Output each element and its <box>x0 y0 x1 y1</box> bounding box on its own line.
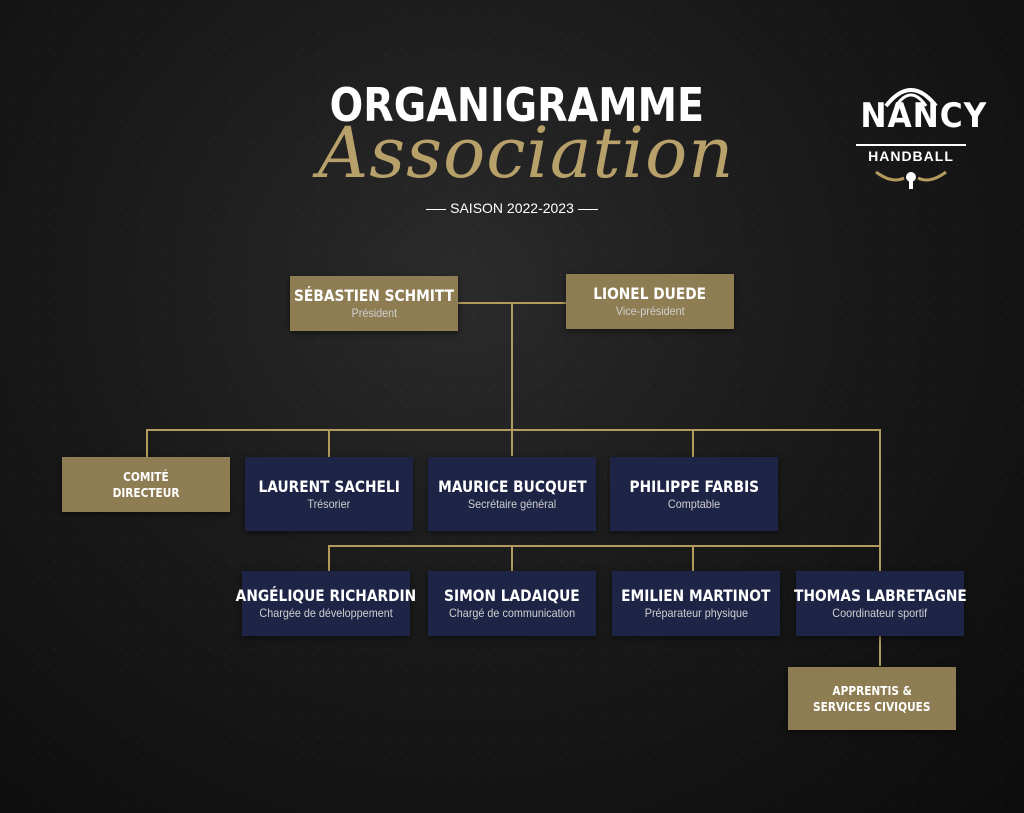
secretary-box: MAURICE BUCQUET Secrétaire général <box>428 457 596 531</box>
club-logo: NANCY HANDBALL <box>856 78 988 190</box>
apprentices-line2: SERVICES CIVIQUES <box>813 699 931 714</box>
connector-apprentices <box>879 636 881 666</box>
coordinator-name: THOMAS LABRETAGNE <box>793 586 967 605</box>
accountant-box: PHILIPPE FARBIS Comptable <box>610 457 778 531</box>
connector-development <box>328 545 330 571</box>
development-role: Chargée de développement <box>259 606 393 620</box>
president-name: SÉBASTIEN SCHMITT <box>294 286 455 305</box>
connector-row1-bar <box>146 429 880 431</box>
secretary-role: Secrétaire général <box>467 496 557 511</box>
physical-role: Préparateur physique <box>644 606 748 620</box>
vice-president-name: LIONEL DUEDE <box>593 284 707 303</box>
connector-right-trunk <box>879 429 881 571</box>
vice-president-box: LIONEL DUEDE Vice-président <box>566 274 734 329</box>
committee-box: COMITÉ DIRECTEUR <box>62 457 230 512</box>
president-role: Président <box>351 306 397 320</box>
logo-word: NANCY <box>860 96 988 136</box>
communication-name: SIMON LADAIQUE <box>444 586 580 605</box>
page-title: ORGANIGRAMME <box>329 78 704 132</box>
logo-subword: HANDBALL <box>856 144 966 164</box>
accountant-role: Comptable <box>667 496 721 511</box>
connector-treasurer <box>328 429 330 457</box>
development-name: ANGÉLIQUE RICHARDIN <box>235 586 417 605</box>
coordinator-role: Coordinateur sportif <box>832 606 928 620</box>
development-box: ANGÉLIQUE RICHARDIN Chargée de développe… <box>236 571 416 636</box>
physical-name: EMILIEN MARTINOT <box>621 586 771 605</box>
treasurer-role: Trésorier <box>307 496 351 511</box>
apprentices-line1: APPRENTIS & <box>832 683 912 698</box>
vice-president-role: Vice-président <box>615 304 685 318</box>
connector-communication <box>511 545 513 571</box>
accountant-name: PHILIPPE FARBIS <box>629 476 759 496</box>
connector-physical <box>692 545 694 571</box>
apprentices-box: APPRENTIS & SERVICES CIVIQUES <box>788 667 956 730</box>
physical-box: EMILIEN MARTINOT Préparateur physique <box>612 571 780 636</box>
coordinator-box: THOMAS LABRETAGNE Coordinateur sportif <box>793 571 967 636</box>
committee-line2: DIRECTEUR <box>112 485 180 500</box>
arch-icon <box>884 88 938 108</box>
page-subtitle: Association <box>317 112 735 194</box>
secretary-name: MAURICE BUCQUET <box>437 476 587 496</box>
connector-accountant <box>692 429 694 457</box>
president-box: SÉBASTIEN SCHMITT Président <box>290 276 458 331</box>
connector-row2-bar <box>328 545 880 547</box>
connector-trunk <box>511 302 513 456</box>
season-label: SAISON 2022-2023 <box>400 200 624 216</box>
communication-role: Chargé de communication <box>448 606 576 620</box>
thistle-icon <box>875 170 947 189</box>
treasurer-box: LAURENT SACHELI Trésorier <box>245 457 413 531</box>
treasurer-name: LAURENT SACHELI <box>258 476 400 496</box>
connector-committee <box>146 429 148 457</box>
committee-line1: COMITÉ <box>123 469 169 484</box>
communication-box: SIMON LADAIQUE Chargé de communication <box>428 571 596 636</box>
